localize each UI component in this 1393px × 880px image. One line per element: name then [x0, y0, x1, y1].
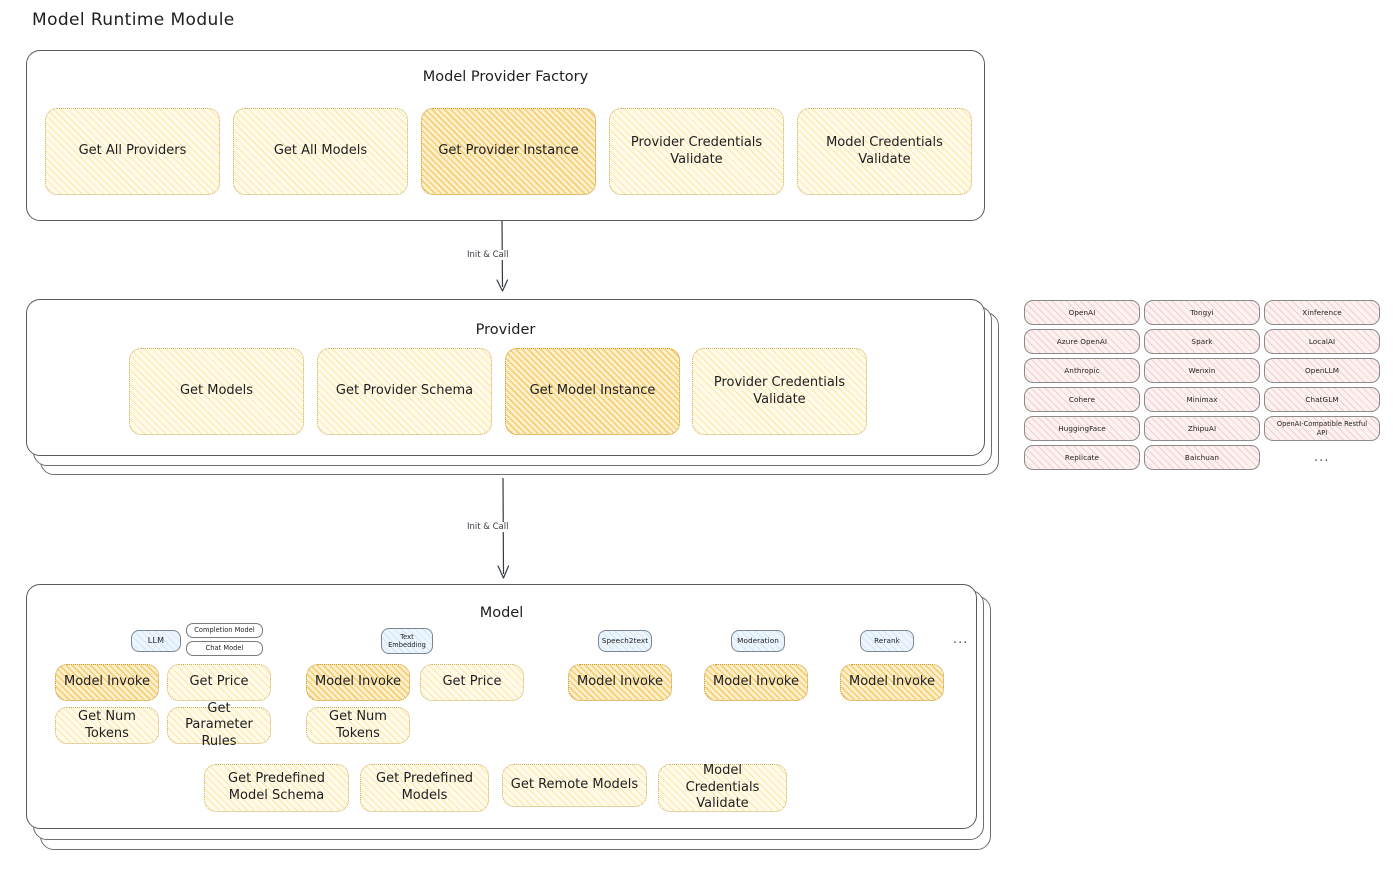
- provider-list: OpenAI Azure OpenAI Anthropic Cohere Hug…: [1024, 300, 1380, 475]
- page-title: Model Runtime Module: [32, 10, 235, 30]
- provider-chip-anthropic[interactable]: Anthropic: [1024, 358, 1140, 383]
- arrow-provider-to-model-label: Init & Call: [464, 522, 512, 532]
- arrow-factory-to-provider: Init & Call: [464, 220, 526, 296]
- model-common-method-get-predefined-model-schema[interactable]: Get Predefined Model Schema: [204, 764, 349, 812]
- provider-chip-localai[interactable]: LocalAI: [1264, 329, 1380, 354]
- provider-title: Provider: [475, 322, 536, 338]
- model-types-ellipsis: ...: [953, 632, 969, 647]
- model-type-badge-llm[interactable]: LLM: [131, 630, 181, 652]
- provider-panel: Provider Get Models Get Provider Schema …: [26, 299, 985, 456]
- factory-method-get-all-providers[interactable]: Get All Providers: [45, 108, 220, 195]
- factory-method-model-credentials-validate[interactable]: Model Credentials Validate: [797, 108, 972, 195]
- model-subtype-completion-model[interactable]: Completion Model: [186, 623, 263, 638]
- provider-chip-spark[interactable]: Spark: [1144, 329, 1260, 354]
- arrow-provider-to-model: Init & Call: [464, 477, 528, 583]
- provider-chip-openai[interactable]: OpenAI: [1024, 300, 1140, 325]
- provider-method-get-provider-schema[interactable]: Get Provider Schema: [317, 348, 492, 435]
- model-common-method-model-credentials-validate[interactable]: Model Credentials Validate: [658, 763, 787, 812]
- model-common-method-get-predefined-models[interactable]: Get Predefined Models: [360, 764, 489, 812]
- provider-method-provider-credentials-validate[interactable]: Provider Credentials Validate: [692, 348, 867, 435]
- provider-chip-minimax[interactable]: Minimax: [1144, 387, 1260, 412]
- model-provider-factory-title: Model Provider Factory: [422, 69, 589, 85]
- provider-chip-zhipuai[interactable]: ZhipuAI: [1144, 416, 1260, 441]
- text-embedding-method-get-price[interactable]: Get Price: [420, 664, 524, 701]
- provider-chip-chatglm[interactable]: ChatGLM: [1264, 387, 1380, 412]
- llm-method-get-num-tokens[interactable]: Get Num Tokens: [55, 707, 159, 744]
- llm-method-get-parameter-rules[interactable]: Get Parameter Rules: [167, 701, 271, 749]
- moderation-method-model-invoke[interactable]: Model Invoke: [704, 664, 808, 701]
- provider-chip-openllm[interactable]: OpenLLM: [1264, 358, 1380, 383]
- provider-chip-huggingface[interactable]: HuggingFace: [1024, 416, 1140, 441]
- llm-method-get-price[interactable]: Get Price: [167, 664, 271, 701]
- model-type-badge-moderation[interactable]: Moderation: [731, 630, 785, 652]
- provider-chip-xinference[interactable]: Xinference: [1264, 300, 1380, 325]
- model-type-badge-rerank[interactable]: Rerank: [860, 630, 914, 652]
- provider-method-get-models[interactable]: Get Models: [129, 348, 304, 435]
- llm-method-model-invoke[interactable]: Model Invoke: [55, 664, 159, 701]
- provider-chip-openai-compatible-restful-api[interactable]: OpenAI-Compatible Restful API: [1264, 416, 1380, 441]
- arrow-factory-to-provider-label: Init & Call: [464, 250, 512, 260]
- provider-chip-cohere[interactable]: Cohere: [1024, 387, 1140, 412]
- factory-method-provider-credentials-validate[interactable]: Provider Credentials Validate: [609, 108, 784, 195]
- provider-method-get-model-instance[interactable]: Get Model Instance: [505, 348, 680, 435]
- model-subtype-chat-model[interactable]: Chat Model: [186, 641, 263, 656]
- text-embedding-method-get-num-tokens[interactable]: Get Num Tokens: [306, 707, 410, 744]
- provider-chip-tongyi[interactable]: Tongyi: [1144, 300, 1260, 325]
- model-title: Model: [479, 605, 524, 621]
- model-provider-factory-panel: Model Provider Factory Get All Providers…: [26, 50, 985, 221]
- speech2text-method-model-invoke[interactable]: Model Invoke: [568, 664, 672, 701]
- provider-chip-wenxin[interactable]: Wenxin: [1144, 358, 1260, 383]
- provider-list-ellipsis: ...: [1314, 450, 1330, 465]
- provider-chip-baichuan[interactable]: Baichuan: [1144, 445, 1260, 470]
- model-type-badge-speech2text[interactable]: Speech2text: [598, 630, 652, 652]
- provider-chip-replicate[interactable]: Replicate: [1024, 445, 1140, 470]
- text-embedding-method-model-invoke[interactable]: Model Invoke: [306, 664, 410, 701]
- model-panel: Model LLM Completion Model Chat Model Mo…: [26, 584, 977, 829]
- provider-chip-azure-openai[interactable]: Azure OpenAI: [1024, 329, 1140, 354]
- rerank-method-model-invoke[interactable]: Model Invoke: [840, 664, 944, 701]
- model-type-badge-text-embedding[interactable]: Text Embedding: [381, 628, 433, 654]
- factory-method-get-all-models[interactable]: Get All Models: [233, 108, 408, 195]
- model-common-method-get-remote-models[interactable]: Get Remote Models: [502, 764, 647, 807]
- factory-method-get-provider-instance[interactable]: Get Provider Instance: [421, 108, 596, 195]
